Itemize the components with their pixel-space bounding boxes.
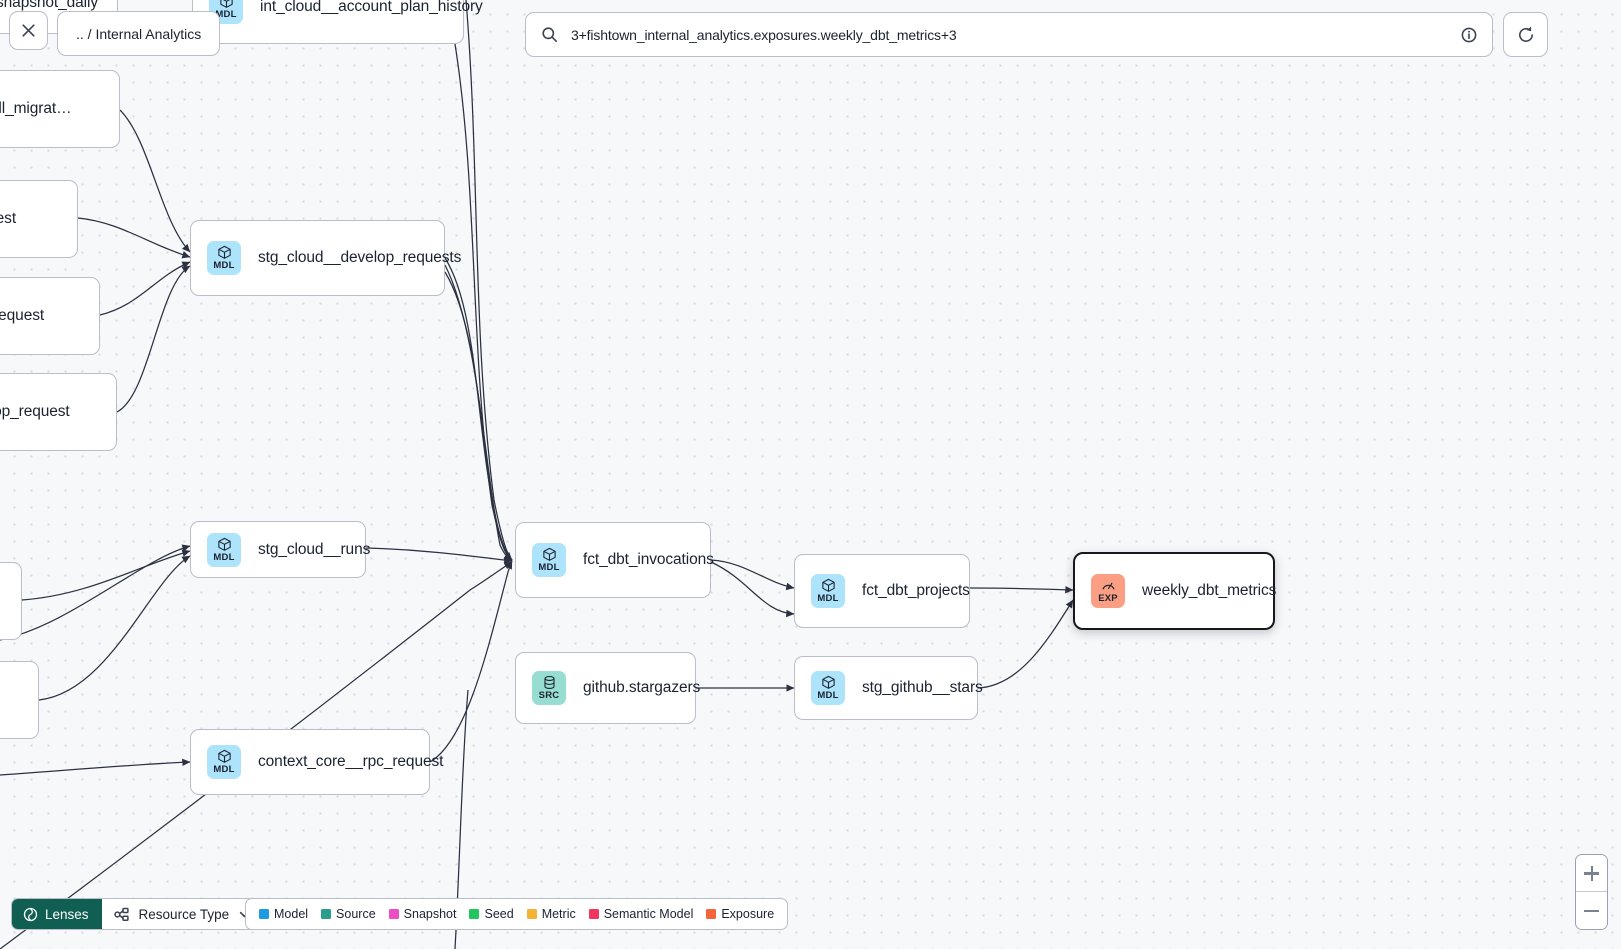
lineage-node-label: stg_cloud__runs [258,540,371,558]
lineage-node-label: snapshot_daily [0,0,99,11]
lineage-node[interactable]: MDL fct_dbt_invocations [515,522,714,598]
minus-icon [1584,903,1599,918]
resource-type-legend: Model Source Snapshot Seed Metric Semantic Mo… [245,898,789,930]
legend-label: Source [336,907,376,921]
badge-type-label: MDL [213,551,235,563]
lineage-node[interactable]: MDL stg_github__stars [794,656,983,720]
refresh-icon [1518,26,1533,42]
lineage-node-label: fct_dbt_projects [862,582,970,599]
lineage-node[interactable]: MDL stg_cloud__runs [190,521,370,578]
mdl-badge-icon: MDL [207,745,241,779]
lineage-node-label: context_core__rpc_request [258,753,444,770]
legend-color-swatch [706,909,717,919]
legend-item[interactable]: Semantic Model [588,907,694,921]
search-bar[interactable] [525,12,1493,57]
lineage-node[interactable]: MDLvelop_request [0,277,100,355]
lineage-node-label: stg_cloud__develop_requests [258,249,462,266]
lineage-node-label: int_cloud__account_plan_history [260,0,483,15]
zoom-in-button[interactable] [1576,855,1607,892]
lineage-node-label: fct_dbt_invocations [583,551,714,568]
legend-label: Metric [541,907,576,921]
lineage-node[interactable]: MDLmulticell_migrat… [0,70,120,148]
lineage-node-label: github.stargazers [583,679,701,696]
exp-badge-icon: EXP [1091,574,1125,608]
resource-type-dropdown[interactable]: Resource Type [101,899,265,929]
lineage-node-label: stg_github__stars [862,679,983,696]
lineage-node[interactable]: MDL context_core__rpc_request [190,729,443,795]
close-button[interactable] [9,11,48,50]
mdl-badge-icon: MDL [811,671,845,705]
badge-type-label: MDL [213,764,235,776]
lineage-node-label: velop_request [0,307,45,324]
badge-type-label: MDL [213,260,235,272]
lineage-node[interactable]: MDLn [0,562,22,640]
legend-item[interactable]: Snapshot [388,907,457,921]
lenses-toolbar: Lenses Resource Type [11,898,266,930]
legend-item[interactable]: Source [321,907,376,921]
lineage-node[interactable]: MDL fct_dbt_projects [794,554,970,628]
search-input[interactable] [569,25,1460,44]
src-badge-icon: SRC [532,671,566,705]
mdl-badge-icon: MDL [207,241,241,275]
lenses-button[interactable]: Lenses [12,899,102,929]
lineage-node-label: p_request [0,210,17,227]
lenses-label: Lenses [45,906,89,922]
refresh-button[interactable] [1503,12,1548,57]
legend-color-swatch [321,909,332,919]
legend-color-swatch [388,909,399,919]
badge-type-label: MDL [817,690,839,702]
legend-item[interactable]: Model [259,907,308,921]
mdl-badge-icon: MDL [811,574,845,608]
lineage-node[interactable]: MDL_run [0,661,39,739]
search-icon [542,27,557,42]
lineage-node[interactable]: EXP weekly_dbt_metrics [1073,552,1277,630]
zoom-controls [1575,854,1608,930]
resource-type-icon [113,907,129,921]
lineage-node-label: _develop_request [0,403,70,420]
breadcrumb[interactable]: .. / Internal Analytics [57,11,221,56]
lens-icon [23,907,38,921]
lineage-node[interactable]: MDL stg_cloud__develop_requests [190,220,461,296]
legend-label: Seed [484,907,514,921]
legend-label: Semantic Model [603,907,694,921]
mdl-badge-icon: MDL [207,532,241,567]
legend-color-swatch [526,909,537,919]
info-icon[interactable] [1460,26,1478,44]
badge-type-label: MDL [817,593,839,605]
legend-color-swatch [588,909,599,919]
zoom-out-button[interactable] [1576,892,1607,929]
breadcrumb-label: .. / Internal Analytics [76,25,202,42]
close-icon [22,24,35,37]
badge-type-label: MDL [538,562,560,574]
badge-type-label: SRC [538,690,560,702]
legend-item[interactable]: Exposure [706,907,774,921]
legend-color-swatch [469,909,480,919]
legend-item[interactable]: Metric [526,907,576,921]
legend-label: Exposure [721,907,775,921]
legend-color-swatch [259,909,269,919]
lineage-node[interactable]: SRC github.stargazers [515,652,700,724]
lineage-node[interactable]: MDL_develop_request [0,373,117,451]
lineage-node[interactable]: MDLp_request [0,180,78,258]
badge-type-label: EXP [1098,593,1118,605]
lineage-node-label: weekly_dbt_metrics [1142,582,1277,599]
resource-type-label: Resource Type [138,906,230,922]
lineage-node-label: multicell_migrat… [0,100,72,117]
mdl-badge-icon: MDL [532,543,566,577]
legend-item[interactable]: Seed [469,907,514,921]
plus-icon [1584,865,1599,881]
legend-label: Model [274,907,309,921]
badge-type-label: MDL [215,9,237,21]
legend-label: Snapshot [403,907,457,921]
lineage-node[interactable]: MDL int_cloud__account_plan_history [192,0,483,44]
